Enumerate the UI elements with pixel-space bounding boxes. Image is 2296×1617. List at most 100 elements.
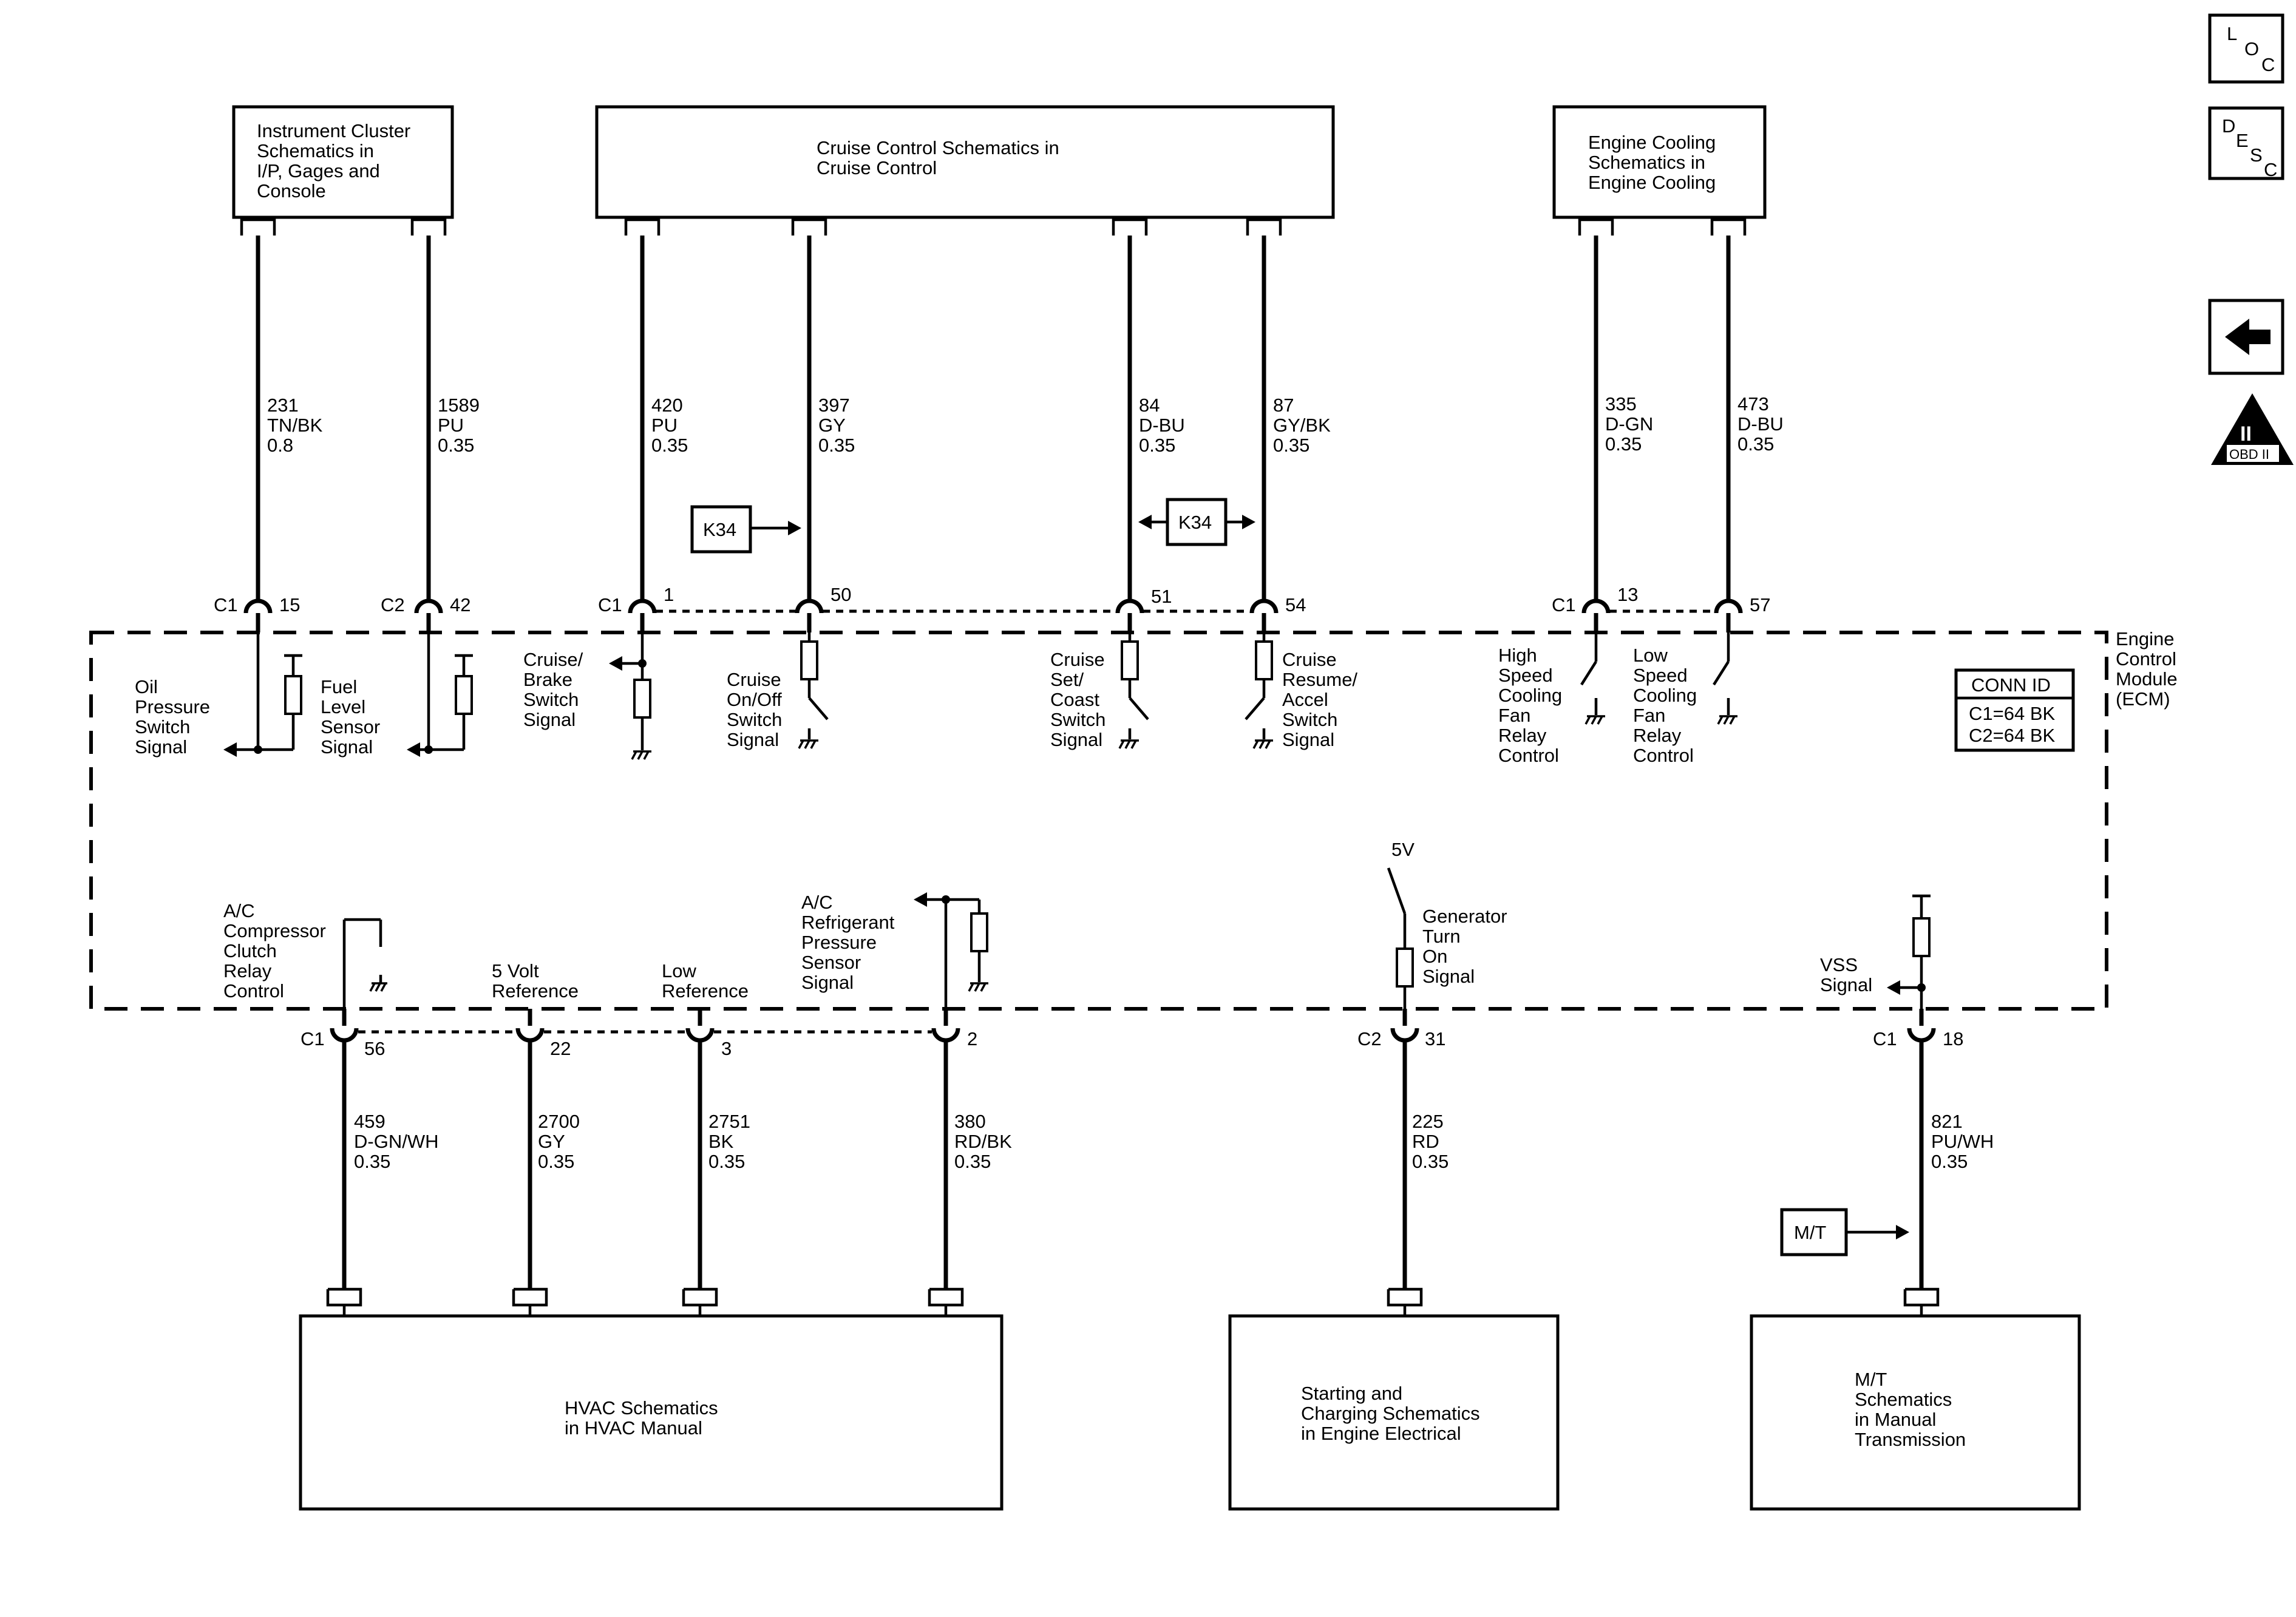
svg-text:Resume/: Resume/ — [1282, 669, 1357, 690]
svg-text:2: 2 — [967, 1028, 977, 1049]
svg-text:0.35: 0.35 — [1737, 433, 1774, 455]
svg-text:PU: PU — [651, 415, 678, 436]
cruise-resume-circuit — [1245, 632, 1273, 749]
svg-text:15: 15 — [279, 594, 300, 615]
svg-text:42: 42 — [450, 594, 470, 615]
svg-text:Reference: Reference — [492, 980, 579, 1002]
pin-c1-15: C1 15 — [214, 594, 300, 632]
svg-text:Fan: Fan — [1633, 705, 1665, 726]
svg-text:Pressure: Pressure — [801, 932, 877, 953]
cruise-set-circuit — [1118, 632, 1149, 749]
cruise-onoff-circuit — [798, 632, 829, 749]
svg-text:C1: C1 — [214, 594, 238, 615]
svg-text:0.35: 0.35 — [538, 1151, 574, 1172]
hvac-box: HVAC Schematics in HVAC Manual — [299, 1314, 1004, 1511]
svg-text:GY/BK: GY/BK — [1273, 415, 1331, 436]
svg-text:in HVAC Manual: in HVAC Manual — [565, 1417, 702, 1439]
location-icon[interactable]: L O C — [2208, 13, 2284, 84]
description-icon[interactable]: D E S C — [2208, 106, 2284, 180]
svg-text:GY: GY — [538, 1131, 565, 1152]
svg-text:High: High — [1498, 645, 1537, 666]
generator-label: Generator Turn On Signal — [1422, 906, 1507, 987]
svg-text:Coast: Coast — [1050, 689, 1099, 710]
svg-text:Engine: Engine — [2116, 628, 2175, 649]
svg-text:54: 54 — [1285, 594, 1306, 615]
svg-text:Sensor: Sensor — [321, 716, 380, 737]
fuel-level-circuit — [407, 632, 473, 757]
conn-id-table: CONN ID C1=64 BK C2=64 BK — [1954, 668, 2075, 752]
svg-text:D-GN/WH: D-GN/WH — [354, 1131, 438, 1152]
svg-text:GY: GY — [818, 415, 846, 436]
svg-text:Control: Control — [1498, 745, 1559, 766]
svg-text:in Manual: in Manual — [1855, 1409, 1936, 1430]
oil-pressure-circuit — [223, 632, 302, 757]
svg-text:380: 380 — [954, 1111, 986, 1132]
svg-text:Reference: Reference — [662, 980, 749, 1002]
k34-tag-a: K34 — [690, 505, 801, 554]
svg-text:C1=64 BK: C1=64 BK — [1969, 703, 2056, 724]
svg-text:Low: Low — [1633, 645, 1668, 666]
svg-text:Fuel: Fuel — [321, 676, 357, 697]
back-arrow-icon[interactable] — [2208, 299, 2284, 375]
cruise-onoff-label: Cruise On/Off Switch Signal — [727, 669, 782, 750]
svg-text:Relay: Relay — [1633, 725, 1682, 746]
svg-text:(ECM): (ECM) — [2116, 688, 2170, 710]
svg-text:22: 22 — [550, 1038, 571, 1059]
pin-22: 22 — [515, 1009, 571, 1059]
svg-text:821: 821 — [1931, 1111, 1963, 1132]
ac-clutch-label: A/C Compressor Clutch Relay Control — [223, 900, 326, 1002]
pin-c1-13: C1 13 — [1552, 584, 1638, 632]
svg-text:BK: BK — [708, 1131, 734, 1152]
pin-51: 51 — [1115, 586, 1172, 632]
engine-cooling-box: Engine Cooling Schematics in Engine Cool… — [1552, 105, 1767, 219]
ac-pressure-label: A/C Refrigerant Pressure Sensor Signal — [801, 892, 895, 993]
svg-text:56: 56 — [364, 1038, 385, 1059]
svg-text:Console: Console — [257, 180, 326, 202]
svg-text:Sensor: Sensor — [801, 952, 861, 973]
svg-text:Speed: Speed — [1633, 665, 1688, 686]
svg-text:D-GN: D-GN — [1605, 413, 1653, 435]
svg-text:Relay: Relay — [223, 960, 272, 981]
cruise-set-label: Cruise Set/ Coast Switch Signal — [1050, 649, 1106, 750]
svg-text:K34: K34 — [703, 519, 736, 540]
svg-text:Set/: Set/ — [1050, 669, 1084, 690]
fuel-level-label: Fuel Level Sensor Signal — [321, 676, 380, 758]
svg-text:D-BU: D-BU — [1139, 415, 1185, 436]
pin-c2-31: C2 31 — [1357, 1009, 1445, 1049]
cruise-control-box: Cruise Control Schematics in Cruise Cont… — [595, 105, 1335, 219]
svg-text:Compressor: Compressor — [223, 920, 326, 941]
svg-text:Signal: Signal — [1050, 729, 1102, 750]
svg-text:Switch: Switch — [1282, 709, 1337, 730]
svg-text:Signal: Signal — [801, 972, 854, 993]
svg-text:Control: Control — [223, 980, 284, 1002]
svg-text:Signal: Signal — [1820, 974, 1872, 995]
high-speed-fan-label: High Speed Cooling Fan Relay Control — [1498, 645, 1562, 766]
svg-text:C1: C1 — [1552, 594, 1576, 615]
pin-c1-56: C1 56 — [301, 1009, 385, 1059]
svg-text:in Engine Electrical: in Engine Electrical — [1301, 1423, 1461, 1444]
svg-text:Brake: Brake — [523, 669, 572, 690]
svg-text:Engine Cooling: Engine Cooling — [1588, 132, 1716, 153]
svg-text:0.35: 0.35 — [1273, 435, 1309, 456]
svg-text:C2: C2 — [1357, 1028, 1382, 1049]
svg-text:Schematics in: Schematics in — [1588, 152, 1705, 173]
svg-text:Instrument Cluster: Instrument Cluster — [257, 120, 410, 141]
cruise-brake-circuit — [609, 632, 651, 760]
svg-text:0.8: 0.8 — [267, 435, 293, 456]
svg-text:On: On — [1422, 946, 1447, 967]
svg-text:D-BU: D-BU — [1737, 413, 1784, 435]
svg-text:420: 420 — [651, 395, 683, 416]
svg-text:Signal: Signal — [135, 736, 187, 758]
svg-text:TN/BK: TN/BK — [267, 415, 323, 436]
svg-text:RD/BK: RD/BK — [954, 1131, 1012, 1152]
mt-tag: M/T — [1780, 1208, 1909, 1256]
pin-c1-1: C1 1 — [598, 584, 674, 632]
svg-text:Switch: Switch — [1050, 709, 1106, 730]
svg-text:0.35: 0.35 — [438, 435, 474, 456]
svg-text:Control: Control — [2116, 648, 2176, 670]
wire-1589: 1589 PU 0.35 — [410, 218, 480, 602]
svg-text:31: 31 — [1425, 1028, 1445, 1049]
svg-text:Signal: Signal — [523, 709, 576, 730]
generator-circuit — [1387, 867, 1414, 1009]
ac-clutch-circuit — [342, 918, 387, 1009]
